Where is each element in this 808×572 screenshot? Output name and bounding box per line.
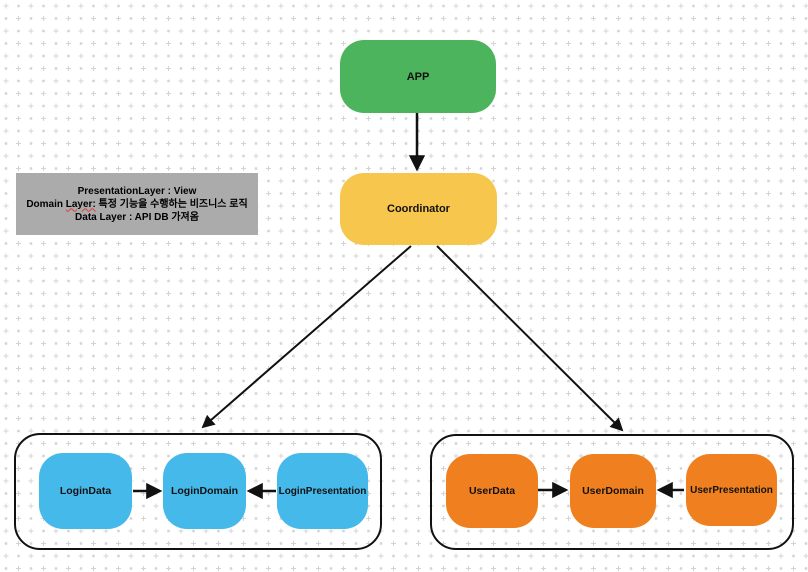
node-coordinator[interactable]: Coordinator (340, 173, 497, 245)
node-login-data[interactable]: LoginData (39, 453, 132, 529)
node-app-label: APP (406, 70, 430, 83)
node-user-data-label: UserData (468, 485, 516, 497)
user-group-container[interactable] (430, 434, 794, 550)
node-login-domain[interactable]: LoginDomain (163, 453, 246, 529)
node-login-presentation-label: LoginPresentation (278, 485, 367, 497)
spellcheck-squiggle: Layer: (65, 198, 96, 210)
node-login-data-label: LoginData (59, 485, 112, 497)
login-group-container[interactable] (14, 433, 382, 550)
node-user-domain-label: UserDomain (582, 485, 644, 497)
legend-line-presentation: PresentationLayer : View (77, 185, 197, 197)
node-login-presentation[interactable]: LoginPresentation (277, 453, 368, 529)
node-coordinator-label: Coordinator (387, 203, 450, 215)
node-user-domain[interactable]: UserDomain (570, 454, 656, 528)
node-login-domain-label: LoginDomain (170, 485, 239, 497)
node-app[interactable]: APP (340, 40, 496, 113)
legend-line-data: Data Layer : API DB 가져옴 (75, 211, 199, 223)
legend-line-domain: Domain Layer: 특정 기능을 수행하는 비즈니스 로직 (26, 198, 248, 210)
node-user-data[interactable]: UserData (446, 454, 538, 528)
legend-note[interactable]: PresentationLayer : View Domain Layer: 특… (16, 173, 258, 235)
node-user-presentation-label: UserPresentation (690, 484, 773, 496)
node-user-presentation[interactable]: UserPresentation (686, 454, 777, 526)
